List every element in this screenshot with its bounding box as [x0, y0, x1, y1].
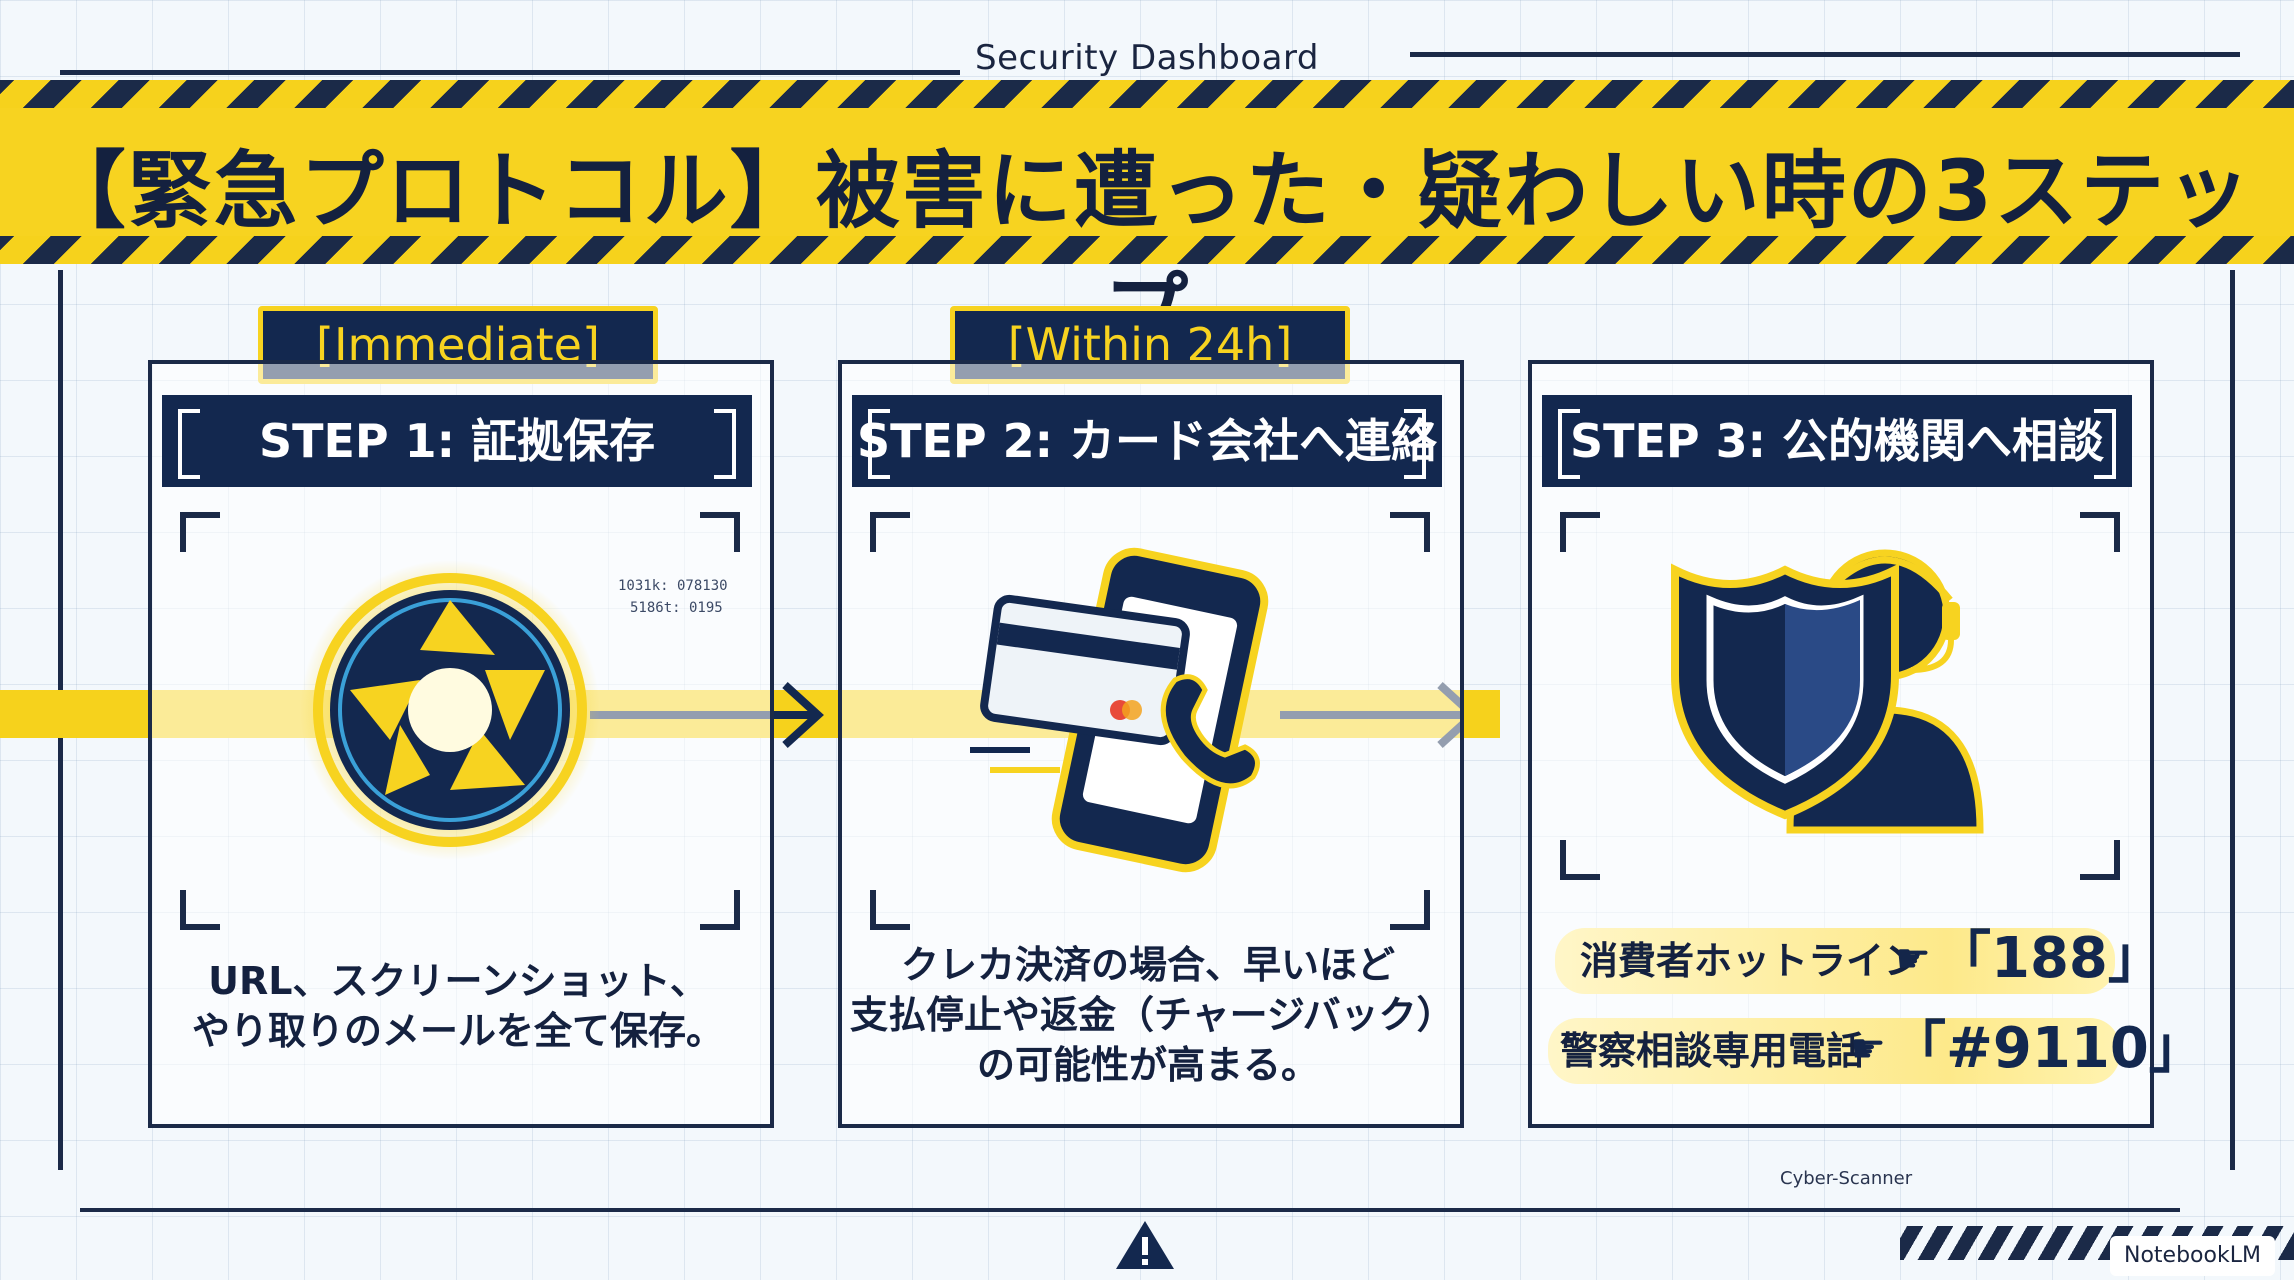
- hotline-number: 「188」: [1935, 926, 2164, 991]
- description-line: 支払停止や返金（チャージバック）: [850, 993, 1455, 1037]
- hotline-pill: [1555, 928, 2115, 994]
- step3-corner: [2080, 840, 2120, 880]
- pointing-hand-icon: ☛: [1895, 936, 1931, 982]
- description-line: URL、スクリーンショット、: [208, 959, 708, 1003]
- step2-title: STEP 2: カード会社へ連絡: [856, 414, 1438, 468]
- pointing-hand-icon: ☛: [1850, 1026, 1886, 1072]
- headline-banner: [0, 108, 2294, 258]
- step3-corner: [2080, 512, 2120, 552]
- hazard-tape-top: [0, 80, 2294, 108]
- hotline-label: 消費者ホットライン: [1580, 939, 1923, 983]
- scan-readout: 5186t: 0195: [630, 600, 723, 616]
- step1-corner: [180, 890, 220, 930]
- brand-badge: NotebookLM: [2110, 1236, 2275, 1276]
- warning-triangle-icon: [1116, 1221, 1174, 1269]
- step3-corner: [1560, 840, 1600, 880]
- hotline-number: 「#9110」: [1890, 1016, 2205, 1081]
- frame-top-right: [1410, 52, 2240, 57]
- step2-description: クレカ決済の場合、早いほど 支払停止や返金（チャージバック） の可能性が高まる。: [850, 940, 1455, 1090]
- frame-right: [2230, 270, 2235, 1170]
- step1-title: STEP 1: 証拠保存: [258, 414, 656, 468]
- step2-corner: [870, 890, 910, 930]
- step3-corner: [1560, 512, 1600, 552]
- step3-header: STEP 3: 公的機関へ相談: [1542, 395, 2132, 487]
- step2-corner: [1390, 512, 1430, 552]
- step1-corner: [700, 890, 740, 930]
- frame-bottom: [80, 1208, 2180, 1212]
- description-line: の可能性が高まる。: [976, 1043, 1319, 1087]
- credit-card-phone-icon: [970, 547, 1269, 873]
- description-line: やり取りのメールを全て保存。: [191, 1009, 724, 1053]
- step3-title: STEP 3: 公的機関へ相談: [1569, 414, 2105, 468]
- step1-corner: [700, 512, 740, 552]
- hotline-label: 警察相談専用電話: [1560, 1029, 1865, 1073]
- scanner-label: Cyber-Scanner: [1780, 1168, 1913, 1189]
- description-line: クレカ決済の場合、早いほど: [900, 943, 1395, 987]
- scan-readout: 1031k: 078130: [618, 578, 728, 594]
- step2-corner: [870, 512, 910, 552]
- frame-top-left: [60, 70, 960, 75]
- step2-header: STEP 2: カード会社へ連絡: [852, 395, 1442, 487]
- step1-corner: [180, 512, 220, 552]
- hazard-tape-bottom: [0, 236, 2294, 264]
- dashboard-title: Security Dashboard: [975, 38, 1319, 78]
- brand-label: NotebookLM: [2124, 1243, 2261, 1268]
- camera-aperture-icon: [300, 560, 600, 860]
- step1-description: URL、スクリーンショット、 やり取りのメールを全て保存。: [160, 956, 756, 1056]
- step1-header: STEP 1: 証拠保存: [162, 395, 752, 487]
- step2-corner: [1390, 890, 1430, 930]
- shield-operator-icon: [1671, 549, 1984, 834]
- hotline-pill: [1548, 1018, 2120, 1084]
